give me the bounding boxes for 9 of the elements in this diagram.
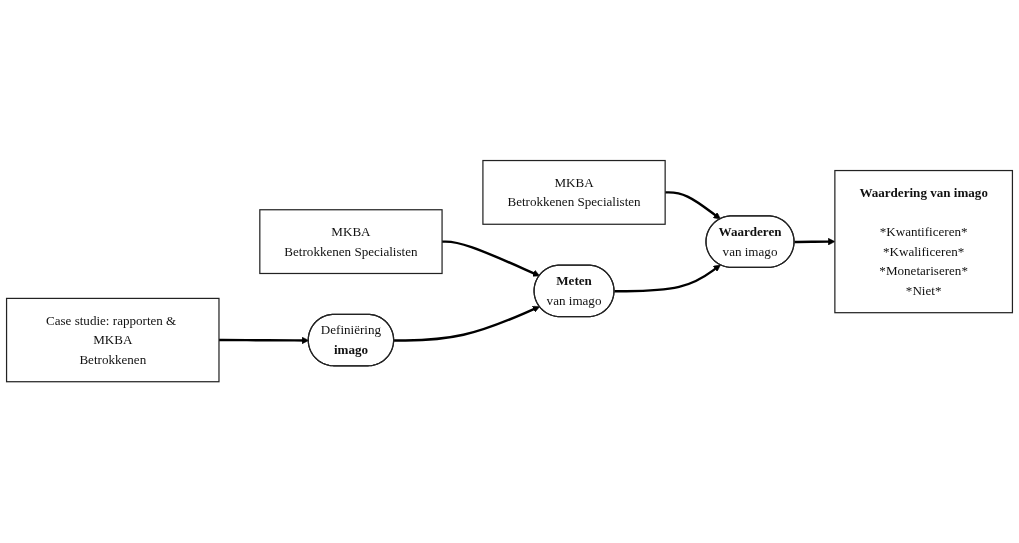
node-box: MKBA Betrokkenen Specialisten (259, 209, 443, 275)
node-box: Case studie: rapporten & MKBA Betrokkenen (5, 298, 220, 383)
arrow (665, 191, 721, 220)
node-box: MKBA Betrokkenen Specialisten (482, 160, 666, 226)
arrow (614, 264, 721, 293)
node-box: Waardering van imago *Kwantificeren* *Kwalificeren* *Monetariseren* *Niet* (834, 170, 1014, 314)
arrow (442, 240, 540, 277)
arrow (219, 337, 309, 345)
arrow (394, 306, 540, 343)
